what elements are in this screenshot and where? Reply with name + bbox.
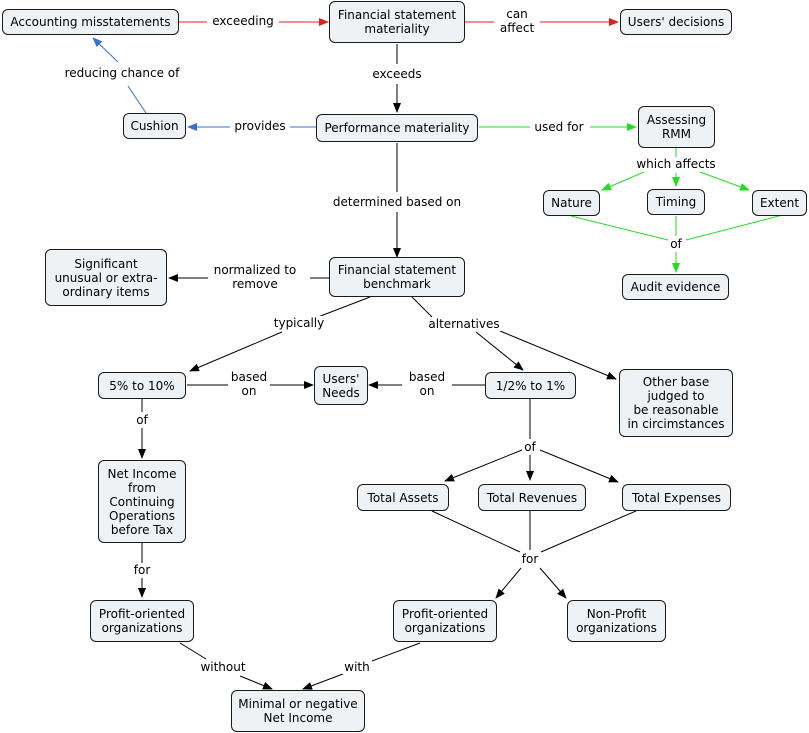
node-users-decisions[interactable]: Users' decisions [620, 9, 732, 35]
edge-with-a [371, 642, 421, 662]
node-half-to-1-pct[interactable]: 1/2% to 1% [485, 372, 576, 399]
node-performance-materiality[interactable]: Performance materiality [316, 114, 478, 142]
node-total-assets[interactable]: Total Assets [357, 484, 449, 511]
edge-typically-a [317, 296, 371, 318]
label-without: without [198, 660, 248, 674]
edge-of-extent [685, 215, 780, 241]
label-which-affects: which affects [634, 157, 718, 171]
label-with: with [342, 660, 372, 674]
edge-for-right-nonprofit [539, 567, 567, 599]
label-typically: typically [271, 316, 327, 330]
node-assessing-rmm[interactable]: Assessing RMM [638, 106, 715, 148]
node-net-income[interactable]: Net Income from Continuing Operations be… [98, 460, 186, 543]
edge-alternatives-b [475, 331, 524, 371]
node-accounting-misstatements[interactable]: Accounting misstatements [2, 9, 179, 35]
edge-which-affects-extent [699, 171, 750, 191]
label-of-right: of [522, 440, 538, 454]
label-provides: provides [232, 119, 288, 133]
label-reducing-chance: reducing chance of [62, 66, 182, 80]
label-alternatives: alternatives [426, 317, 502, 331]
edge-alternatives-a [411, 296, 433, 318]
node-cushion[interactable]: Cushion [123, 113, 186, 139]
edge-of-right-expenses [539, 449, 619, 483]
node-extent[interactable]: Extent [752, 190, 807, 216]
node-audit-evidence[interactable]: Audit evidence [622, 274, 729, 300]
label-for-right: for [519, 552, 541, 566]
node-total-revenues[interactable]: Total Revenues [478, 484, 586, 511]
label-based-on-right: based on [406, 370, 448, 398]
node-significant-items[interactable]: Significant unusual or extra- ordinary i… [45, 249, 167, 306]
label-exceeds: exceeds [370, 67, 424, 81]
label-used-for: used for [532, 120, 586, 134]
node-other-base[interactable]: Other base judged to be reasonable in ci… [619, 369, 733, 437]
node-total-expenses[interactable]: Total Expenses [622, 484, 731, 511]
node-5-to-10-pct[interactable]: 5% to 10% [98, 372, 186, 399]
label-exceeding: exceeding [210, 14, 276, 28]
node-timing[interactable]: Timing [647, 189, 705, 215]
node-profit-org-left[interactable]: Profit-oriented organizations [90, 600, 194, 642]
label-of-left: of [134, 413, 150, 427]
label-can-affect: can affect [497, 7, 537, 35]
edge-typically-b [189, 331, 283, 372]
node-fs-benchmark[interactable]: Financial statement benchmark [329, 257, 465, 297]
edge-with-b [302, 673, 344, 690]
edge-of-right-assets [444, 449, 523, 482]
node-nature[interactable]: Nature [543, 190, 600, 216]
label-for-left: for [131, 563, 153, 577]
node-minimal-negative[interactable]: Minimal or negative Net Income [231, 690, 365, 732]
node-profit-org-right[interactable]: Profit-oriented organizations [393, 600, 497, 642]
edge-for-right-expenses [540, 510, 637, 553]
edge-alternatives-c [499, 330, 617, 380]
label-normalized: normalized to remove [211, 263, 299, 291]
label-based-on-left: based on [228, 370, 270, 398]
node-fs-materiality[interactable]: Financial statement materiality [329, 1, 465, 43]
edge-without-a [179, 642, 207, 660]
label-determined: determined based on [330, 195, 464, 209]
edge-for-right-assets [431, 510, 521, 553]
node-users-needs[interactable]: Users' Needs [314, 366, 368, 405]
edge-for-right-profit [495, 567, 522, 599]
label-of-rmm: of [668, 237, 684, 251]
edge-reducing-a [127, 85, 147, 114]
node-non-profit[interactable]: Non-Profit organizations [567, 600, 666, 642]
edge-without-b [239, 675, 273, 690]
edge-reducing-b [92, 37, 119, 63]
edge-of-nature [570, 215, 669, 241]
edge-which-affects-nature [601, 171, 645, 191]
